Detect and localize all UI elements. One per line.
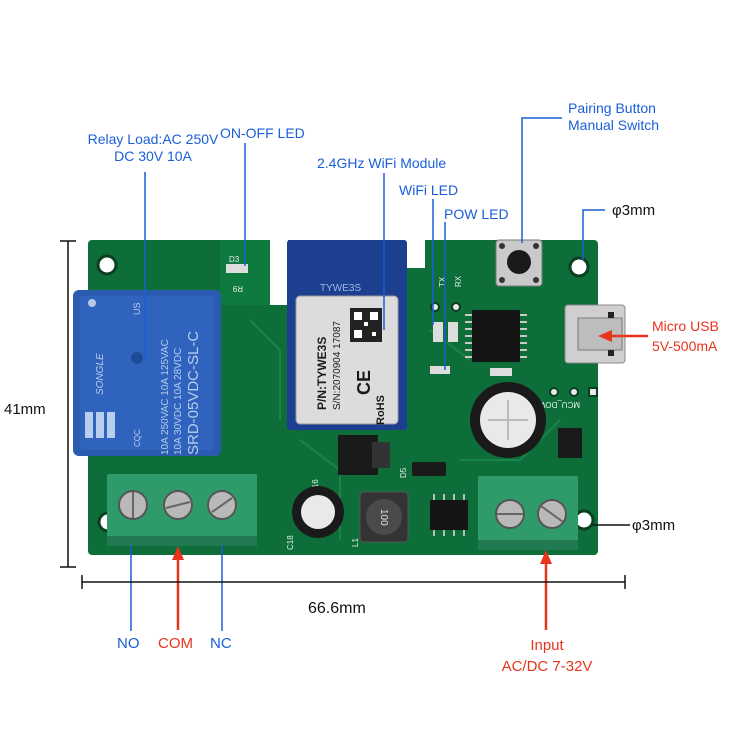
inductor-marking: 100 <box>378 509 389 526</box>
wifi-module-silk: TYWE3S <box>320 283 361 294</box>
silk-r9: R9 <box>232 284 243 293</box>
relay-rating-1: 10A 250VAC 10A 125VAC <box>160 339 171 455</box>
silk-d5: D5 <box>399 467 408 478</box>
relay-brand: SONGLE <box>95 353 106 395</box>
silk-mcu-down: MCU_DOWN <box>532 400 580 409</box>
inductor: 100 <box>359 491 409 543</box>
input-label: Input AC/DC 7-32V <box>480 635 614 677</box>
micro-usb-line2: 5V-500mA <box>652 338 718 354</box>
silk-l1: L1 <box>351 538 360 547</box>
hole-top-label: φ3mm <box>612 202 656 219</box>
wifi-rohs-mark: RoHS <box>375 395 387 425</box>
on-off-led-label: ON-OFF LED <box>220 125 305 141</box>
silk-d3: D3 <box>229 255 240 264</box>
relay-rating-2: 10A 30VDC 10A 28VDC <box>173 348 184 455</box>
silk-tx: TX <box>438 276 447 287</box>
mcu-chip <box>465 310 527 362</box>
wifi-ce-mark: CE <box>354 370 374 395</box>
micro-usb-label: Micro USB 5V-500mA <box>652 316 719 356</box>
dimension-width-line <box>81 575 626 589</box>
terminal-nc-label: NC <box>210 635 232 652</box>
input-line2: AC/DC 7-32V <box>501 658 593 675</box>
capacitor-large <box>470 382 546 458</box>
micro-usb-line1: Micro USB <box>652 318 719 334</box>
pairing-button <box>495 239 543 287</box>
micro-usb-port <box>564 304 626 364</box>
relay-load-label: Relay Load:AC 250V DC 30V 10A <box>68 131 238 165</box>
mounting-hole <box>568 256 590 278</box>
dimension-height-label: 41mm <box>4 401 46 418</box>
terminal-com-label: COM <box>158 635 193 652</box>
wifi-led-label: WiFi LED <box>399 182 459 198</box>
leader-pairing-button <box>521 117 562 243</box>
ic-u4 <box>430 494 468 536</box>
wifi-sn: S/N:2070904 17087 <box>332 321 343 410</box>
pow-led-label: POW LED <box>444 206 509 222</box>
input-line1: Input <box>530 637 564 654</box>
mounting-hole <box>96 254 118 276</box>
silk-rx: RX <box>454 275 463 287</box>
pairing-button-line2: Manual Switch <box>568 117 660 133</box>
hole-bottom-label: φ3mm <box>632 517 676 534</box>
pairing-button-label: Pairing Button Manual Switch <box>568 100 659 134</box>
relay-load-line1: Relay Load:AC 250V <box>87 131 219 147</box>
pairing-button-line1: Pairing Button <box>568 100 656 116</box>
wifi-pn: P/N:TYWE3S <box>315 337 329 410</box>
voltage-regulator <box>338 435 378 475</box>
pow-led <box>448 322 458 342</box>
wifi-module-label: 2.4GHz WiFi Module <box>317 155 447 171</box>
input-terminal-block <box>478 476 578 550</box>
wifi-led <box>433 322 443 342</box>
relay-model: SRD-05VDC-SL-C <box>185 331 202 455</box>
silk-c18: C18 <box>286 535 295 550</box>
capacitor-small <box>292 486 344 538</box>
on-off-led <box>226 264 248 273</box>
dimension-width-label: 66.6mm <box>308 600 366 617</box>
relay-cert-cqc: CQC <box>133 429 142 447</box>
relay-load-line2: DC 30V 10A <box>114 148 192 164</box>
diode-d5 <box>412 462 446 476</box>
relay-cert-us: US <box>132 302 142 315</box>
terminal-no-label: NO <box>117 635 140 652</box>
dimension-height-line <box>60 240 76 568</box>
wifi-module: TYWE3S P/N:TYWE3S S/N:2070904 17087 CE R… <box>287 240 407 430</box>
relay-terminal-block <box>107 474 257 546</box>
leader-hole-top <box>582 209 605 260</box>
